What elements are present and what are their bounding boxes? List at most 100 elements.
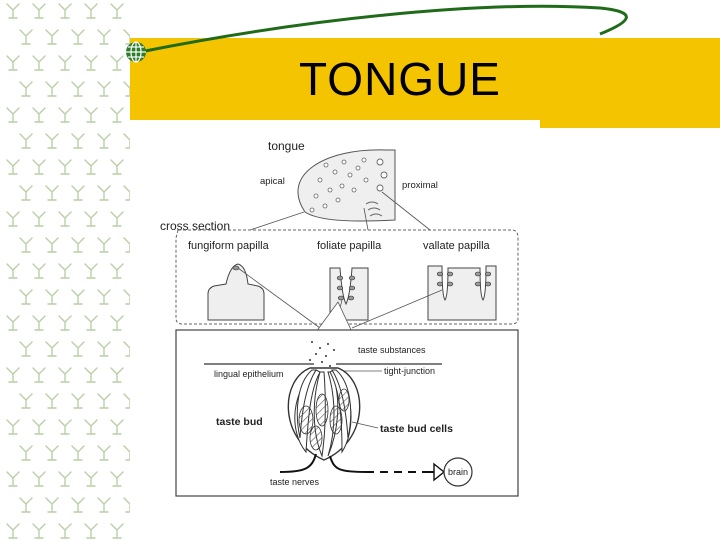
pattern-glyph xyxy=(71,289,85,305)
pattern-glyph xyxy=(19,81,33,97)
pattern-glyph xyxy=(123,393,130,409)
pattern-glyph xyxy=(32,3,46,19)
pattern-glyph xyxy=(19,237,33,253)
pattern-glyph xyxy=(45,289,59,305)
label-taste-nerves: taste nerves xyxy=(270,477,320,487)
pattern-glyph xyxy=(58,3,72,19)
pattern-glyph xyxy=(97,237,111,253)
pattern-glyph xyxy=(123,237,130,253)
pattern-glyph xyxy=(58,211,72,227)
pattern-glyph xyxy=(71,445,85,461)
pattern-glyph xyxy=(58,159,72,175)
pattern-glyph xyxy=(110,159,124,175)
pattern-glyph xyxy=(6,159,20,175)
pattern-glyph xyxy=(45,81,59,97)
pattern-glyph xyxy=(32,471,46,487)
pattern-glyph xyxy=(32,263,46,279)
pattern-glyph xyxy=(84,159,98,175)
pattern-glyph xyxy=(84,3,98,19)
label-tongue: tongue xyxy=(268,139,305,153)
pattern-glyph xyxy=(110,523,124,539)
pattern-glyph xyxy=(19,341,33,357)
label-fungiform-papilla: fungiform papilla xyxy=(188,240,270,252)
pattern-glyph xyxy=(71,29,85,45)
pattern-glyph xyxy=(19,445,33,461)
pattern-glyph xyxy=(110,55,124,71)
slide-title: TONGUE xyxy=(299,53,501,105)
globe-icon xyxy=(126,41,146,63)
pattern-glyph xyxy=(32,159,46,175)
taste-bud-shape xyxy=(287,367,361,461)
tongue-diagram: tongue apical proximal cross section fun… xyxy=(130,120,540,540)
pattern-glyph xyxy=(123,341,130,357)
pattern-glyph xyxy=(71,393,85,409)
pattern-glyph xyxy=(58,55,72,71)
pattern-glyph xyxy=(123,185,130,201)
pattern-glyph xyxy=(45,393,59,409)
pattern-glyph xyxy=(58,419,72,435)
pattern-glyph xyxy=(71,81,85,97)
pattern-glyph xyxy=(110,471,124,487)
pattern-glyph xyxy=(45,497,59,513)
pattern-glyph xyxy=(110,367,124,383)
pattern-glyph xyxy=(71,237,85,253)
pattern-glyph xyxy=(110,315,124,331)
label-lingual-epithelium: lingual epithelium xyxy=(214,369,284,379)
pattern-glyph xyxy=(45,29,59,45)
pattern-glyph xyxy=(19,185,33,201)
pattern-glyph xyxy=(71,341,85,357)
pattern-glyph xyxy=(84,471,98,487)
pattern-glyph xyxy=(123,497,130,513)
pattern-glyph xyxy=(32,55,46,71)
pattern-glyph xyxy=(110,211,124,227)
pattern-glyph xyxy=(32,107,46,123)
pattern-glyph xyxy=(58,367,72,383)
taste-nerves-lines xyxy=(279,453,367,473)
pattern-glyph xyxy=(32,315,46,331)
pattern-glyph xyxy=(32,367,46,383)
pattern-glyph xyxy=(84,211,98,227)
pattern-glyph xyxy=(71,497,85,513)
pattern-glyph xyxy=(58,471,72,487)
pattern-glyph xyxy=(45,133,59,149)
pattern-glyph xyxy=(84,55,98,71)
label-apical: apical xyxy=(260,176,285,187)
pattern-glyph xyxy=(123,81,130,97)
pattern-glyph xyxy=(45,185,59,201)
vallate-papilla-shape xyxy=(427,265,497,321)
pattern-glyph xyxy=(97,185,111,201)
pattern-glyph xyxy=(84,523,98,539)
pattern-glyph xyxy=(97,497,111,513)
pattern-glyph xyxy=(32,523,46,539)
pattern-glyph xyxy=(6,523,20,539)
label-foliate-papilla: foliate papilla xyxy=(317,240,382,252)
pattern-glyph xyxy=(71,185,85,201)
label-proximal: proximal xyxy=(402,180,438,191)
pattern-glyph xyxy=(19,133,33,149)
pattern-glyph xyxy=(123,133,130,149)
pattern-glyph xyxy=(6,3,20,19)
brain-circle xyxy=(443,457,473,487)
pattern-glyph xyxy=(58,263,72,279)
pattern-glyph xyxy=(84,107,98,123)
pattern-glyph xyxy=(84,315,98,331)
pattern-glyph xyxy=(97,133,111,149)
pattern-glyph xyxy=(6,211,20,227)
background-pattern xyxy=(6,3,130,539)
pattern-glyph xyxy=(110,419,124,435)
pattern-glyph xyxy=(97,341,111,357)
pattern-glyph xyxy=(6,315,20,331)
pattern-glyph xyxy=(6,367,20,383)
pattern-glyph xyxy=(6,471,20,487)
pattern-glyph xyxy=(97,29,111,45)
pattern-glyph xyxy=(97,393,111,409)
pattern-glyph xyxy=(19,29,33,45)
label-taste-bud: taste bud xyxy=(216,416,263,428)
pattern-glyph xyxy=(6,107,20,123)
title-bar xyxy=(130,38,720,128)
label-brain: brain xyxy=(448,467,468,477)
pattern-glyph xyxy=(6,55,20,71)
pattern-glyph xyxy=(110,3,124,19)
pattern-glyph xyxy=(58,315,72,331)
pattern-glyph xyxy=(45,237,59,253)
